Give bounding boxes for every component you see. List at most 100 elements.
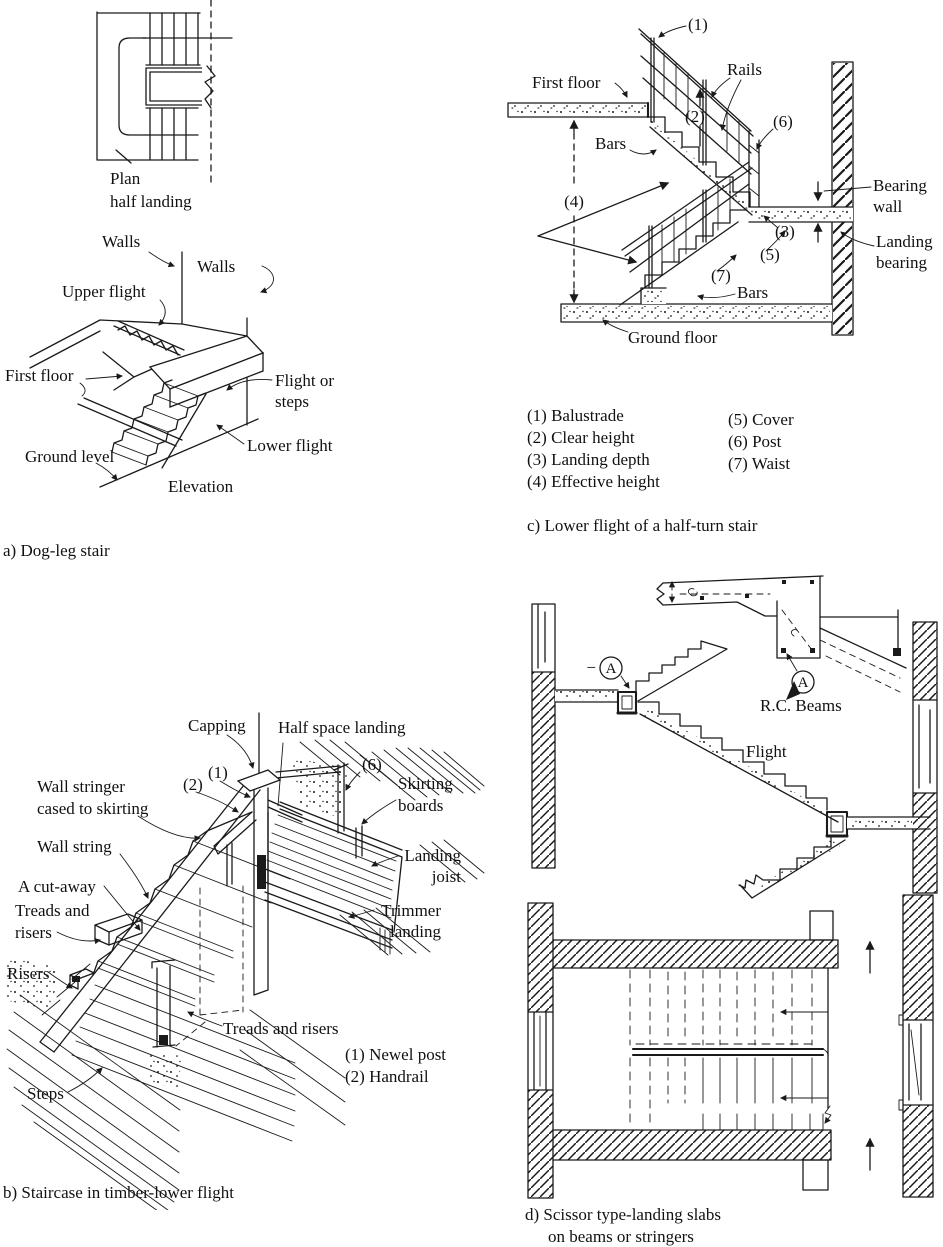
ground-line bbox=[99, 418, 259, 488]
balustrade-drawing bbox=[621, 28, 760, 289]
panel-c-halfturn-stair: (1) Rails First floor Bars (2) (6) (4) (… bbox=[507, 15, 933, 535]
label-ref-1: (1) bbox=[688, 15, 708, 34]
label-landing-bearing-2: bearing bbox=[876, 253, 927, 272]
bars-lower-lines bbox=[661, 178, 731, 271]
handrail-piece bbox=[213, 811, 257, 855]
legend-item: (3) Landing depth bbox=[527, 450, 650, 469]
label-first-floor: First floor bbox=[5, 366, 74, 385]
label-capping: Capping bbox=[188, 716, 246, 735]
panel-b-timber-staircase: Capping Half space landing Wall stringer… bbox=[3, 712, 485, 1210]
label-ref-2: (2) bbox=[685, 107, 705, 126]
label-trimmer-2: landing bbox=[390, 922, 441, 941]
capping-piece bbox=[236, 769, 282, 792]
bars-upper-lines bbox=[663, 52, 740, 163]
panel-d-caption-2: on beams or stringers bbox=[548, 1227, 694, 1246]
section-a-left-text: A bbox=[606, 661, 617, 677]
section-left-wall bbox=[531, 603, 556, 869]
label-rails: Rails bbox=[727, 60, 762, 79]
plan-view-drawing bbox=[96, 0, 233, 187]
panel-b-leaders bbox=[47, 734, 399, 1093]
rc-beam-detail bbox=[656, 575, 907, 693]
cut-away-block bbox=[69, 913, 143, 990]
label-trimmer-1: Trimmer bbox=[381, 901, 441, 920]
label-wall-stringer-1: Wall stringer bbox=[37, 777, 125, 796]
stipple-areas bbox=[4, 758, 348, 1088]
plan-left-wall bbox=[527, 902, 554, 1199]
label-treads-and-risers: Treads and risers bbox=[223, 1019, 339, 1038]
label-flight-or-steps-1: Flight or bbox=[275, 371, 334, 390]
landing-joist-lines bbox=[265, 814, 397, 919]
plan-right-wall bbox=[898, 894, 934, 1198]
label-ref-2-b: (2) bbox=[183, 775, 203, 794]
section-a-right-text: A bbox=[798, 675, 809, 691]
section-flights bbox=[554, 640, 931, 899]
section-a-left-prefix: − bbox=[586, 658, 596, 677]
lower-flight-side-hatch bbox=[71, 984, 296, 1142]
bearing-wall-drawing bbox=[831, 61, 854, 336]
legend-item: (4) Effective height bbox=[527, 472, 660, 491]
label-ground-level: Ground level bbox=[25, 447, 115, 466]
lower-flight-drawing bbox=[619, 209, 748, 306]
legend-item: (5) Cover bbox=[728, 410, 794, 429]
legend-handrail: (2) Handrail bbox=[345, 1067, 429, 1086]
panel-d-scissor-stair: A − A R.C. Beams Flight bbox=[525, 575, 938, 1246]
label-ref-1-b: (1) bbox=[208, 763, 228, 782]
label-bars-upper: Bars bbox=[595, 134, 626, 153]
upper-flight-drawing bbox=[647, 116, 753, 216]
legend-item: (7) Waist bbox=[728, 454, 790, 473]
label-walls-right: Walls bbox=[197, 257, 235, 276]
label-treads-2: risers bbox=[15, 923, 52, 942]
label-landing-joist-1: Landing bbox=[404, 846, 461, 865]
label-rc-beams: R.C. Beams bbox=[760, 696, 842, 715]
label-first-floor-c: First floor bbox=[532, 73, 601, 92]
label-steps: Steps bbox=[27, 1084, 64, 1103]
wall-string-drawing bbox=[39, 779, 261, 1053]
elevation-view-drawing bbox=[29, 251, 265, 488]
label-landing-joist-2: joist bbox=[431, 867, 462, 886]
label-skirting-2: boards bbox=[398, 796, 443, 815]
label-bearing-wall-2: wall bbox=[873, 197, 903, 216]
legend-item: (6) Post bbox=[728, 432, 782, 451]
panel-a-caption: a) Dog-leg stair bbox=[3, 541, 110, 560]
label-ref-3: (3) bbox=[775, 222, 795, 241]
label-risers: Risers bbox=[7, 964, 50, 983]
label-half-space-landing: Half space landing bbox=[278, 718, 406, 737]
legend-newel-post: (1) Newel post bbox=[345, 1045, 446, 1064]
rails-lines bbox=[638, 28, 754, 175]
panel-a-dogleg-stair: Plan half landing Walls Walls Upper flig… bbox=[3, 0, 334, 560]
stair-steps-drawing bbox=[92, 811, 291, 1007]
plan-walls-bands bbox=[552, 910, 839, 1191]
label-skirting-1: Skirting bbox=[398, 774, 453, 793]
label-wall-stringer-2: cased to skirting bbox=[37, 799, 149, 818]
label-ref-6-b: (6) bbox=[362, 755, 382, 774]
label-treads-1: Treads and bbox=[15, 901, 90, 920]
label-lower-flight: Lower flight bbox=[247, 436, 333, 455]
label-landing-bearing-1: Landing bbox=[876, 232, 933, 251]
legend-item: (1) Balustrade bbox=[527, 406, 624, 425]
section-markers: A − A bbox=[586, 653, 815, 700]
label-elevation: Elevation bbox=[168, 477, 234, 496]
label-bars-lower: Bars bbox=[737, 283, 768, 302]
posts-lines bbox=[650, 37, 760, 208]
label-a-cut-away: A cut-away bbox=[18, 877, 96, 896]
lower-flight-steps bbox=[111, 379, 173, 453]
plan-title-line2: half landing bbox=[110, 192, 192, 211]
label-ref-4: (4) bbox=[564, 192, 584, 211]
upper-flight-teeth bbox=[117, 325, 179, 356]
label-flight-or-steps-2: steps bbox=[275, 392, 309, 411]
label-flight: Flight bbox=[746, 742, 787, 761]
label-wall-string: Wall string bbox=[37, 837, 112, 856]
label-ref-6: (6) bbox=[773, 112, 793, 131]
slabs-drawing bbox=[507, 101, 854, 323]
panel-d-caption-1: d) Scissor type-landing slabs bbox=[525, 1205, 721, 1224]
label-upper-flight: Upper flight bbox=[62, 282, 146, 301]
panel-c-legend: (1) Balustrade (2) Clear height (3) Land… bbox=[527, 406, 794, 491]
panel-a-leaders bbox=[79, 251, 274, 481]
panel-c-dimensions bbox=[537, 88, 823, 304]
trimmer-lines bbox=[264, 881, 393, 949]
label-bearing-wall-1: Bearing bbox=[873, 176, 927, 195]
panel-c-caption: c) Lower flight of a half-turn stair bbox=[527, 516, 758, 535]
panel-c-leaders bbox=[602, 25, 875, 333]
plan-stair-lines bbox=[629, 967, 832, 1131]
